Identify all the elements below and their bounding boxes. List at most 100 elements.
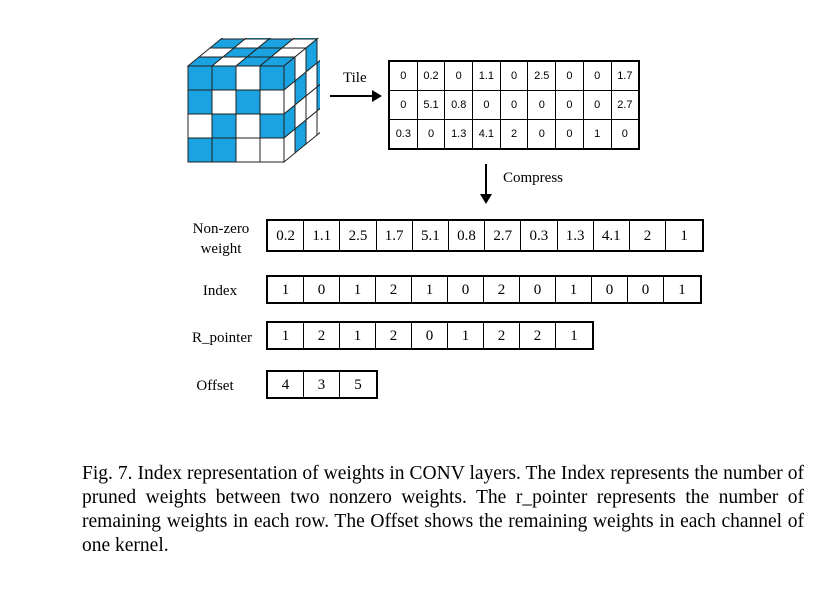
tile-matrix-cell: 0 <box>527 119 557 150</box>
cube-cell <box>211 65 237 91</box>
compress-label: Compress <box>503 170 563 186</box>
cube-cell <box>259 113 285 139</box>
tile-label: Tile <box>343 70 367 86</box>
nonzero-weight-label: Non-zero weight <box>192 221 250 257</box>
index-cell: 1 <box>268 277 304 302</box>
index-cell: 0 <box>520 277 556 302</box>
tile-matrix-cell: 2 <box>499 119 529 150</box>
cube-cell <box>316 38 320 65</box>
nonzero-cell: 0.2 <box>268 221 305 250</box>
cube-cell <box>187 113 213 139</box>
cube-cell <box>316 107 320 137</box>
tile-matrix-cell: 1.7 <box>610 60 640 91</box>
tile-matrix-cell: 0 <box>582 60 612 91</box>
r-pointer-label: R_pointer <box>192 330 252 346</box>
r-pointer-cell: 1 <box>340 323 376 348</box>
tile-matrix-cell: 0 <box>499 90 529 120</box>
cube-cell <box>211 89 237 115</box>
nonzero-cell: 4.1 <box>594 221 630 250</box>
cube-cell <box>235 137 261 163</box>
tile-matrix-cell: 0 <box>555 90 584 120</box>
tile-matrix-cell: 0 <box>499 60 529 91</box>
tile-matrix-cell: 5.1 <box>416 90 446 120</box>
nonzero-cell: 0.8 <box>449 221 486 250</box>
nonzero-cell: 5.1 <box>413 221 449 250</box>
tile-matrix-cell: 0 <box>416 119 446 150</box>
tile-matrix-cell: 0.8 <box>444 90 474 120</box>
cube-cell <box>211 113 237 139</box>
arrow-down-icon <box>480 164 492 204</box>
index-cell: 1 <box>678 282 686 298</box>
r-pointer-cell: 2 <box>520 323 556 348</box>
arrow-right-icon <box>330 90 382 102</box>
nonzero-cell: 2.7 <box>485 221 522 250</box>
tile-matrix-cell: 1.3 <box>444 119 474 150</box>
weight-cube-icon <box>186 38 320 164</box>
index-cell: 0 <box>592 277 628 302</box>
cube-cell <box>259 65 285 91</box>
tile-matrix-cell: 0 <box>527 90 557 120</box>
cube-cell <box>316 83 320 113</box>
nonzero-cell: 1.3 <box>558 221 594 250</box>
tile-matrix-cell: 0 <box>610 119 640 150</box>
r-pointer-cell: 0 <box>412 323 448 348</box>
nonzero-cell: 2.5 <box>340 221 377 250</box>
cube-cell <box>259 89 285 115</box>
tile-matrix-cell: 1 <box>582 119 612 150</box>
index-cell: 0 <box>448 277 484 302</box>
r-pointer-cell: 2 <box>376 323 412 348</box>
cube-cell <box>187 89 213 115</box>
offset-label: Offset <box>196 378 234 394</box>
nonzero-cell: 2 <box>630 221 667 250</box>
figure-caption: Fig. 7. Index representation of weights … <box>82 463 804 556</box>
tile-matrix-cell: 0 <box>444 60 474 91</box>
tile-matrix-cell: 0 <box>582 90 612 120</box>
nonzero-cell: 1.1 <box>304 221 341 250</box>
r-pointer-cell: 1 <box>448 323 484 348</box>
cube-cell <box>235 65 261 91</box>
tile-matrix-cell: 0 <box>555 119 584 150</box>
r-pointer-cell: 1 <box>570 328 578 344</box>
r-pointer-cell: 1 <box>268 323 304 348</box>
index-cell: 1 <box>412 277 448 302</box>
index-cell: 1 <box>556 277 592 302</box>
index-cell: 1 <box>340 277 376 302</box>
tile-matrix-cell: 0 <box>388 90 418 120</box>
nonzero-cell: 1.7 <box>377 221 413 250</box>
index-cell: 2 <box>376 277 412 302</box>
r-pointer-cell: 2 <box>304 323 340 348</box>
tile-matrix-cell: 2.7 <box>610 90 640 120</box>
tile-matrix-cell: 2.5 <box>527 60 557 91</box>
offset-cell: 4 <box>268 372 304 397</box>
tile-matrix-cell: 0 <box>472 90 501 120</box>
tile-matrix-cell: 0.3 <box>388 119 418 150</box>
cube-cell <box>187 65 213 91</box>
offset-cell: 5 <box>354 377 362 393</box>
cube-cell <box>187 137 213 163</box>
index-cell: 0 <box>304 277 340 302</box>
nonzero-cell: 1 <box>680 228 688 244</box>
cube-cell <box>259 137 285 163</box>
offset-cell: 3 <box>304 372 340 397</box>
cube-cell <box>211 137 237 163</box>
tile-matrix-cell: 0 <box>555 60 584 91</box>
tile-matrix-cell: 0 <box>388 60 418 91</box>
index-label: Index <box>202 283 238 299</box>
tile-matrix-cell: 4.1 <box>472 119 501 150</box>
cube-cell <box>235 89 261 115</box>
index-cell: 0 <box>628 277 664 302</box>
cube-cell <box>316 59 320 89</box>
cube-cell <box>235 113 261 139</box>
r-pointer-cell: 2 <box>484 323 520 348</box>
tile-matrix-cell: 1.1 <box>472 60 501 91</box>
tile-matrix-cell: 0.2 <box>416 60 446 91</box>
nonzero-cell: 0.3 <box>521 221 558 250</box>
index-cell: 2 <box>484 277 520 302</box>
